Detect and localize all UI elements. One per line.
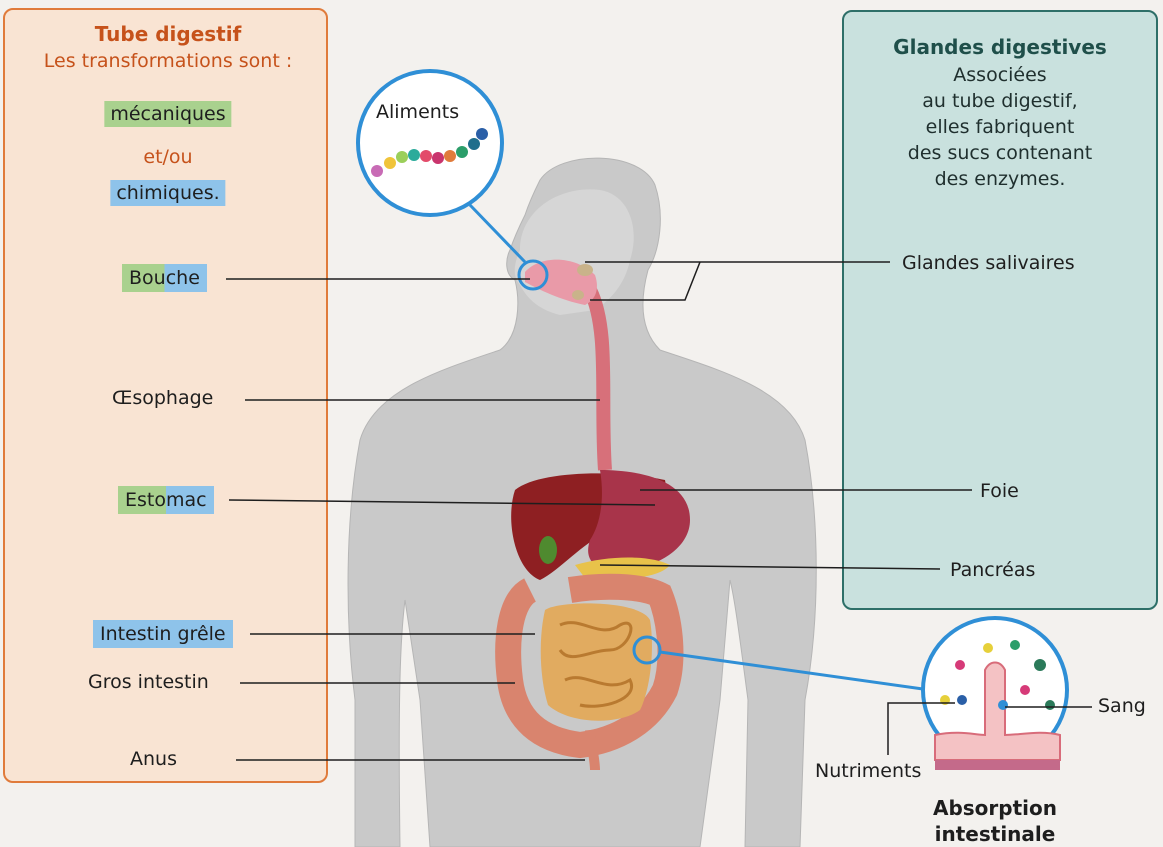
foie-label: Foie — [980, 480, 1019, 502]
pancreas-label: Pancréas — [950, 559, 1035, 581]
aliments-label: Aliments — [376, 101, 459, 123]
bouche-label: Bouche — [122, 264, 207, 292]
salivary-gland-shape — [572, 290, 584, 300]
gros-intestin-label: Gros intestin — [88, 671, 209, 693]
sang-label: Sang — [1098, 695, 1146, 717]
anus-label: Anus — [130, 748, 177, 770]
salivary-gland-shape — [577, 264, 593, 276]
absorption-line1: Absorption — [905, 795, 1085, 821]
gallbladder-shape — [539, 536, 557, 564]
nutriments-label: Nutriments — [815, 760, 921, 782]
oesophage-label: Œsophage — [112, 387, 213, 409]
intestin-grele-label: Intestin grêle — [93, 620, 233, 648]
rectum-shape — [590, 730, 595, 770]
absorption-caption: Absorption intestinale — [905, 795, 1085, 847]
glandes-salivaires-label: Glandes salivaires — [902, 252, 1075, 274]
small-intestine-shape — [541, 603, 652, 720]
absorption-line2: intestinale — [905, 821, 1085, 847]
estomac-label: Estomac — [118, 486, 214, 514]
